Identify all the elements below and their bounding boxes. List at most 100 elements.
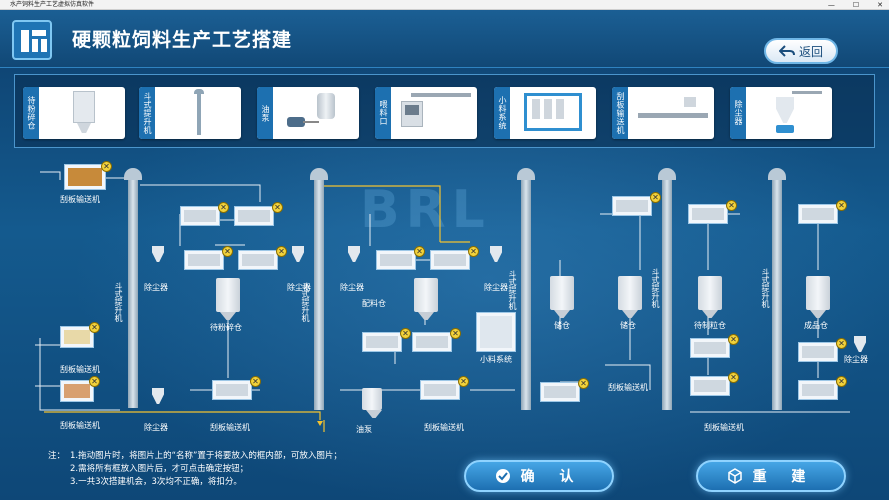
scraper-label: 刮板输送机: [60, 365, 100, 374]
dust-label: 除尘器: [144, 423, 168, 432]
remove-icon[interactable]: ✕: [101, 161, 112, 172]
drop-slot[interactable]: [412, 332, 452, 352]
remove-icon[interactable]: ✕: [414, 246, 425, 257]
elevator-label: 斗式提升机: [114, 282, 123, 322]
remove-icon[interactable]: ✕: [400, 328, 411, 339]
remove-icon[interactable]: ✕: [458, 376, 469, 387]
rebuild-label: 重 建: [752, 469, 816, 485]
drop-slot[interactable]: [60, 326, 94, 348]
drop-slot[interactable]: [612, 196, 652, 216]
palette-card-micro-dosing[interactable]: 小料系统: [494, 87, 596, 139]
remove-icon[interactable]: ✕: [272, 202, 283, 213]
palette-card-label: 小料系统: [494, 87, 510, 139]
drop-slot[interactable]: [238, 250, 278, 270]
remove-icon[interactable]: ✕: [89, 376, 100, 387]
micro-dosing-slot[interactable]: [476, 312, 516, 352]
remove-icon[interactable]: ✕: [250, 376, 261, 387]
drop-slot-feed-inlet[interactable]: [64, 164, 106, 190]
rebuild-button[interactable]: 重 建: [696, 460, 846, 492]
app-logo-icon: [12, 20, 52, 60]
oil-pump-icon: [362, 388, 382, 410]
remove-icon[interactable]: ✕: [836, 338, 847, 349]
drop-slot[interactable]: [690, 338, 730, 358]
note-line: 2.需将所有框放入图片后，才可点击确定按钮；: [70, 464, 249, 474]
elevator-label: 斗式提升机: [508, 270, 517, 310]
bucket-elevator-3: [517, 168, 535, 410]
scraper-label: 刮板输送机: [60, 195, 100, 204]
bucket-elevator-2: [310, 168, 328, 410]
palette-card-pump[interactable]: 油泵: [257, 87, 359, 139]
back-arrow-icon: [778, 45, 795, 57]
drop-slot[interactable]: [60, 380, 94, 402]
minimize-button[interactable]: —: [827, 1, 835, 9]
palette-card-elevator[interactable]: 斗式提升机: [139, 87, 241, 139]
page-title: 硬颗粒饲料生产工艺搭建: [72, 29, 293, 51]
dust-collector-icon: [854, 336, 866, 352]
remove-icon[interactable]: ✕: [450, 328, 461, 339]
silo-label: 配料仓: [362, 299, 386, 308]
remove-icon[interactable]: ✕: [728, 372, 739, 383]
remove-icon[interactable]: ✕: [468, 246, 479, 257]
dust-label: 除尘器: [484, 283, 508, 292]
instructions: 注： 1.拖动图片时，将图片上的“名称”置于将要放入的框内部，可放入图片； 2.…: [48, 450, 342, 489]
oilpump-label: 油泵: [356, 425, 372, 434]
palette-card-label: 喂料口: [375, 87, 391, 139]
note-line: 3.一共3次搭建机会，3次均不正确，将扣分。: [70, 477, 242, 487]
silo-icon: [39, 87, 125, 139]
drop-slot[interactable]: [362, 332, 402, 352]
remove-icon[interactable]: ✕: [650, 192, 661, 203]
remove-icon[interactable]: ✕: [89, 322, 100, 333]
silo-label: 储仓: [554, 321, 570, 330]
dust-collector-icon: [348, 246, 360, 262]
drop-slot[interactable]: [376, 250, 416, 270]
palette-card-silo[interactable]: 待粉碎仓: [23, 87, 125, 139]
palette-card-hopper[interactable]: 喂料口: [375, 87, 477, 139]
palette-card-label: 刮板输送机: [612, 87, 628, 139]
drop-slot[interactable]: [798, 204, 838, 224]
maximize-button[interactable]: ☐: [852, 1, 860, 9]
bucket-elevator-1: [124, 168, 142, 408]
palette-card-label: 油泵: [257, 87, 273, 139]
palette-card-label: 斗式提升机: [139, 87, 155, 139]
close-window-button[interactable]: ✕: [877, 1, 883, 9]
scraper-label: 刮板输送机: [704, 423, 744, 432]
remove-icon[interactable]: ✕: [218, 202, 229, 213]
remove-icon[interactable]: ✕: [578, 378, 589, 389]
drop-slot[interactable]: [430, 250, 470, 270]
scraper-label: 刮板输送机: [60, 421, 100, 430]
silo-icon: [550, 276, 574, 310]
drop-slot[interactable]: [184, 250, 224, 270]
micro-label: 小料系统: [480, 355, 512, 364]
remove-icon[interactable]: ✕: [836, 376, 847, 387]
dust-label: 除尘器: [144, 283, 168, 292]
remove-icon[interactable]: ✕: [276, 246, 287, 257]
silo-icon: [618, 276, 642, 310]
remove-icon[interactable]: ✕: [728, 334, 739, 345]
dust-collector-icon: [152, 246, 164, 262]
back-button[interactable]: 返回: [764, 38, 838, 64]
silo-label: 成品仓: [804, 321, 828, 330]
elevator-icon: [155, 87, 241, 139]
remove-icon[interactable]: ✕: [836, 200, 847, 211]
bucket-elevator-5: [768, 168, 786, 410]
drop-slot[interactable]: [688, 204, 728, 224]
palette-card-label: 待粉碎仓: [23, 87, 39, 139]
cube-icon: [727, 468, 742, 484]
drop-slot[interactable]: [540, 382, 580, 402]
drop-slot[interactable]: [798, 342, 838, 362]
palette-card-conveyor[interactable]: 刮板输送机: [612, 87, 714, 139]
drop-slot[interactable]: [798, 380, 838, 400]
drop-slot[interactable]: [212, 380, 252, 400]
silo-icon: [216, 278, 240, 312]
remove-icon[interactable]: ✕: [222, 246, 233, 257]
drop-slot[interactable]: [180, 206, 220, 226]
drop-slot[interactable]: [420, 380, 460, 400]
confirm-label: 确 认: [520, 469, 584, 485]
drop-slot[interactable]: [234, 206, 274, 226]
palette-card-dust-collector[interactable]: 除尘器: [730, 87, 832, 139]
dust-collector-icon: [292, 246, 304, 262]
drop-slot[interactable]: [690, 376, 730, 396]
elevator-label: 斗式提升机: [651, 268, 660, 308]
remove-icon[interactable]: ✕: [726, 200, 737, 211]
confirm-button[interactable]: 确 认: [464, 460, 614, 492]
